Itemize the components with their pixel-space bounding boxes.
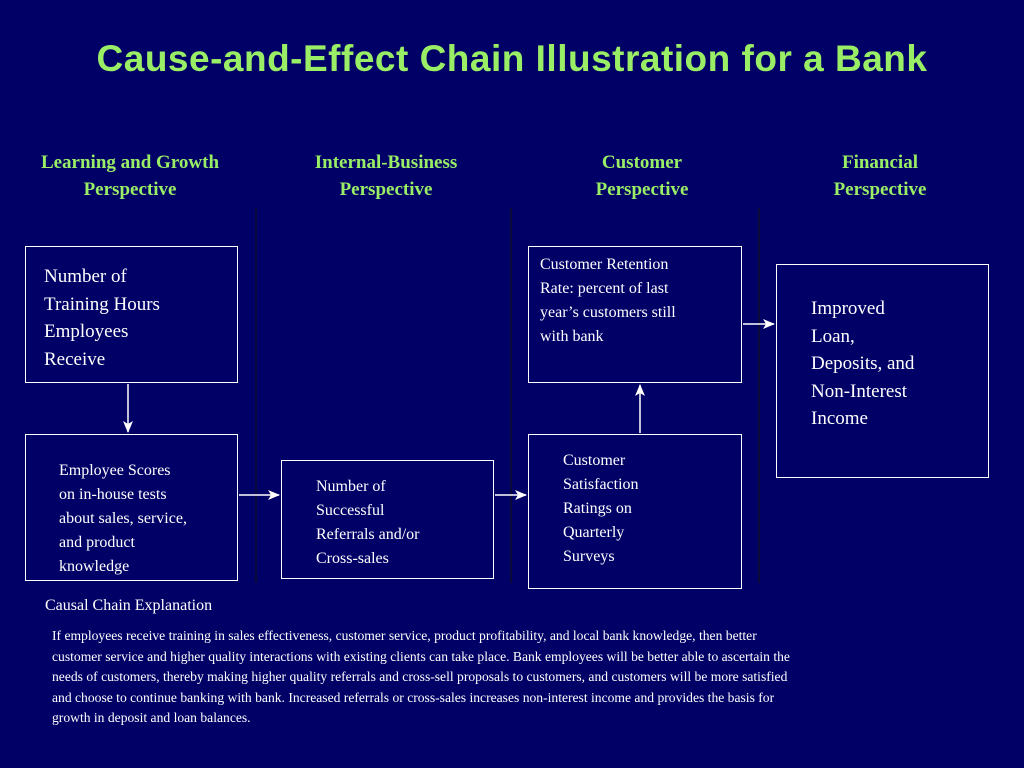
explanation-title: Causal Chain Explanation (45, 597, 213, 614)
explanation-text: If employees receive training in sales e… (52, 628, 790, 725)
column-divider (255, 208, 257, 583)
column-divider (758, 208, 760, 583)
column-divider (510, 208, 512, 583)
slide-title: Cause-and-Effect Chain Illustration for … (96, 38, 928, 79)
